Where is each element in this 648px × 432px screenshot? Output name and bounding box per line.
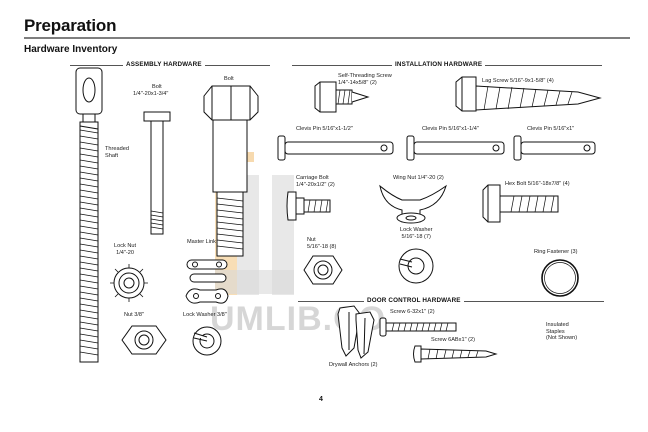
clevis-pin-3-drawing (513, 135, 596, 161)
lag-screw-label: Lag Screw 5/16"-9x1-5/8" (4) (482, 78, 554, 84)
page-title: Preparation (24, 16, 117, 35)
lock-washer-38-label: Lock Washer 3/8" (183, 312, 227, 318)
hex-bolt-label: Hex Bolt 5/16"-18x7/8" (4) (505, 181, 570, 187)
carriage-bolt-label: Carriage Bolt 1/4"-20x1/2" (2) (296, 175, 335, 188)
drywall-anchors-label: Drywall Anchors (2) (329, 362, 378, 368)
page-number: 4 (319, 396, 323, 403)
ring-fastener-label: Ring Fastener (3) (534, 249, 578, 255)
self-threading-screw-label: Self-Threading Screw 1/4"-14x5/8" (2) (338, 73, 392, 86)
lock-nut-label: Lock Nut 1/4"-20 (114, 243, 137, 256)
bolt-large-drawing (203, 85, 259, 257)
title-rule (24, 37, 630, 39)
lock-washer-516-label: Lock Washer 5/16"-18 (7) (400, 227, 433, 240)
threaded-shaft-drawing (75, 67, 103, 363)
hex-bolt-drawing (482, 184, 559, 223)
bolt-large-label: Bolt (224, 76, 234, 82)
insulated-staples-label: Insulated Staples (Not Shown) (546, 322, 578, 342)
screw-6ab-drawing (413, 345, 498, 363)
wing-nut-label: Wing Nut 1/4"-20 (2) (393, 175, 444, 181)
page-subtitle: Hardware Inventory (24, 44, 118, 55)
screw-632-label: Screw 6-32x1" (2) (390, 309, 435, 315)
clevis-pin-2-label: Clevis Pin 5/16"x1-1/4" (422, 126, 479, 132)
master-link-label: Master Link (187, 239, 216, 245)
assembly-section-header: ASSEMBLY HARDWARE (123, 61, 205, 68)
clevis-pin-1-label: Clevis Pin 5/16"x1-1/2" (296, 126, 353, 132)
clevis-pin-3-label: Clevis Pin 5/16"x1" (527, 126, 575, 132)
wing-nut-drawing (379, 184, 447, 224)
nut-38-drawing (121, 325, 167, 355)
lock-washer-38-drawing (192, 326, 222, 356)
ring-fastener-drawing (541, 259, 579, 297)
screw-6ab-label: Screw 6ABx1" (2) (431, 337, 475, 343)
door-control-section-header: DOOR CONTROL HARDWARE (364, 297, 464, 304)
master-link-drawing (185, 259, 229, 304)
nut-516-label: Nut 5/16"-18 (8) (307, 237, 337, 250)
clevis-pin-1-drawing (277, 135, 394, 161)
installation-section-header: INSTALLATION HARDWARE (392, 61, 486, 68)
nut-38-label: Nut 3/8" (124, 312, 145, 318)
lag-screw-drawing (455, 76, 602, 112)
screw-632-drawing (379, 317, 457, 337)
threaded-shaft-label: Threaded Shaft (105, 146, 129, 159)
carriage-bolt-drawing (286, 191, 331, 221)
clevis-pin-2-drawing (406, 135, 505, 161)
lock-washer-516-drawing (398, 248, 434, 284)
bolt-small-drawing (143, 111, 171, 235)
drywall-anchors-drawing (337, 305, 375, 359)
nut-516-drawing (303, 255, 343, 285)
lock-nut-drawing (110, 264, 148, 302)
bolt-label: Bolt (152, 84, 162, 90)
bolt-size-label: 1/4"-20x1-3/4" (133, 91, 169, 97)
self-threading-screw-drawing (314, 81, 370, 113)
